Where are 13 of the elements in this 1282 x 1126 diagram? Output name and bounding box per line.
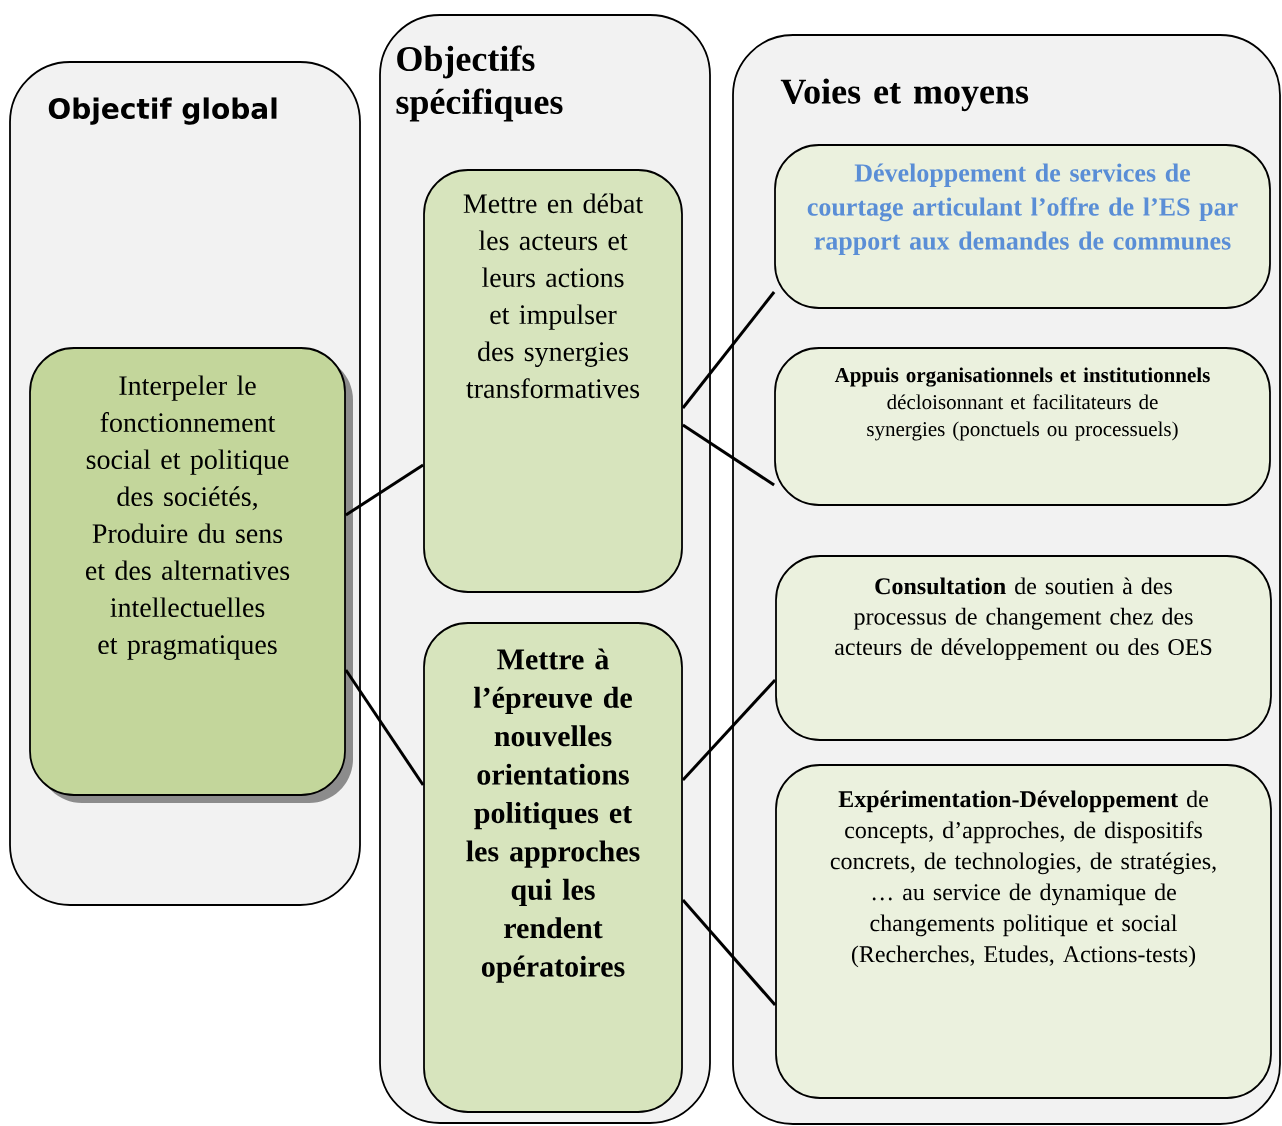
connector-line — [344, 669, 425, 786]
means-box: Développement de services de courtage articulant l’offre de l’ES par rapport aux demandes de communes — [774, 144, 1271, 309]
means-box: Expérimentation-Développement de concepts, d’approches, de dispositifs concrets, de technologies, de stratégies, … au service de dynamique de changements politique et social (Recherches, Etudes, Actions-tests) — [775, 764, 1272, 1099]
objective-box: Mettre en débat les acteurs et leurs actions et impulser des synergies transformatives — [423, 169, 683, 593]
connector-line — [682, 423, 775, 487]
connector-line — [681, 291, 776, 409]
connector-line — [681, 679, 777, 781]
objective-box: Mettre à l’épreuve de nouvelles orientations politiques et les approches qui les rendent opératoires — [423, 622, 683, 1113]
connector-line — [681, 899, 777, 1006]
means-box: Appuis organisationnels et institutionnels décloisonnant et facilitateurs de synergies (ponctuels ou processuels) — [774, 347, 1271, 506]
goal-box: Interpeler le fonctionnement social et politique des sociétés, Produire du sens et des alternatives intellectuelles et pragmatiques — [29, 347, 353, 803]
connector-line — [345, 463, 424, 517]
means-box: Consultation de soutien à des processus de changement chez des acteurs de développement ou des OES — [775, 555, 1272, 741]
